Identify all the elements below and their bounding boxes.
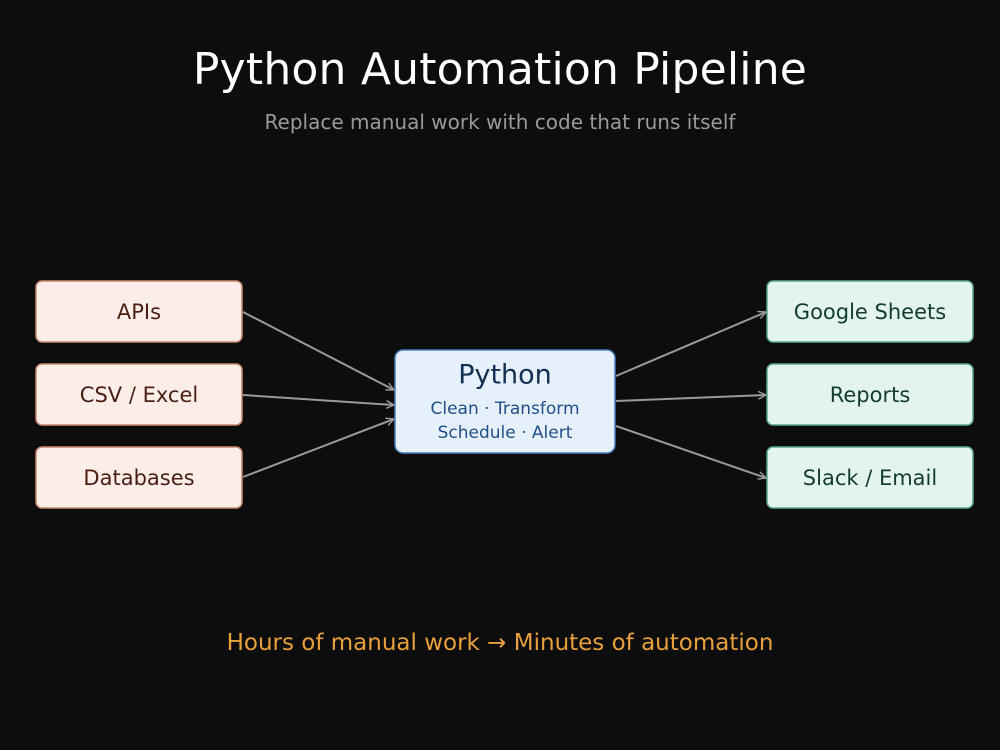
source-label-databases: Databases (83, 466, 194, 490)
page-subtitle: Replace manual work with code that runs … (264, 110, 736, 134)
page-title: Python Automation Pipeline (192, 44, 808, 95)
arrow-databases-to-python (242, 417, 395, 478)
python-hub-node: Python Clean · Transform Schedule · Aler… (394, 349, 616, 454)
arrow-python-to-slack (615, 425, 767, 480)
output-node-google-sheets: Google Sheets (766, 280, 974, 343)
output-label-reports: Reports (830, 383, 911, 407)
output-node-slack-email: Slack / Email (766, 446, 974, 509)
output-label-google-sheets: Google Sheets (794, 300, 946, 324)
python-hub-line-2: Schedule · Alert (438, 423, 573, 443)
source-label-apis: APIs (117, 300, 161, 324)
arrow-apis-to-python (242, 311, 395, 391)
source-node-databases: Databases (35, 446, 243, 509)
source-node-csv-excel: CSV / Excel (35, 363, 243, 426)
python-hub-line-1: Clean · Transform (430, 399, 579, 419)
source-label-csv-excel: CSV / Excel (80, 383, 198, 407)
source-node-apis: APIs (35, 280, 243, 343)
output-node-reports: Reports (766, 363, 974, 426)
arrow-python-to-reports (615, 390, 767, 402)
python-hub-title: Python (458, 360, 552, 391)
arrow-python-to-sheets (615, 310, 767, 377)
output-label-slack-email: Slack / Email (803, 466, 937, 490)
footer-tagline: Hours of manual work → Minutes of automa… (226, 630, 774, 656)
arrow-csv-to-python (242, 394, 395, 409)
